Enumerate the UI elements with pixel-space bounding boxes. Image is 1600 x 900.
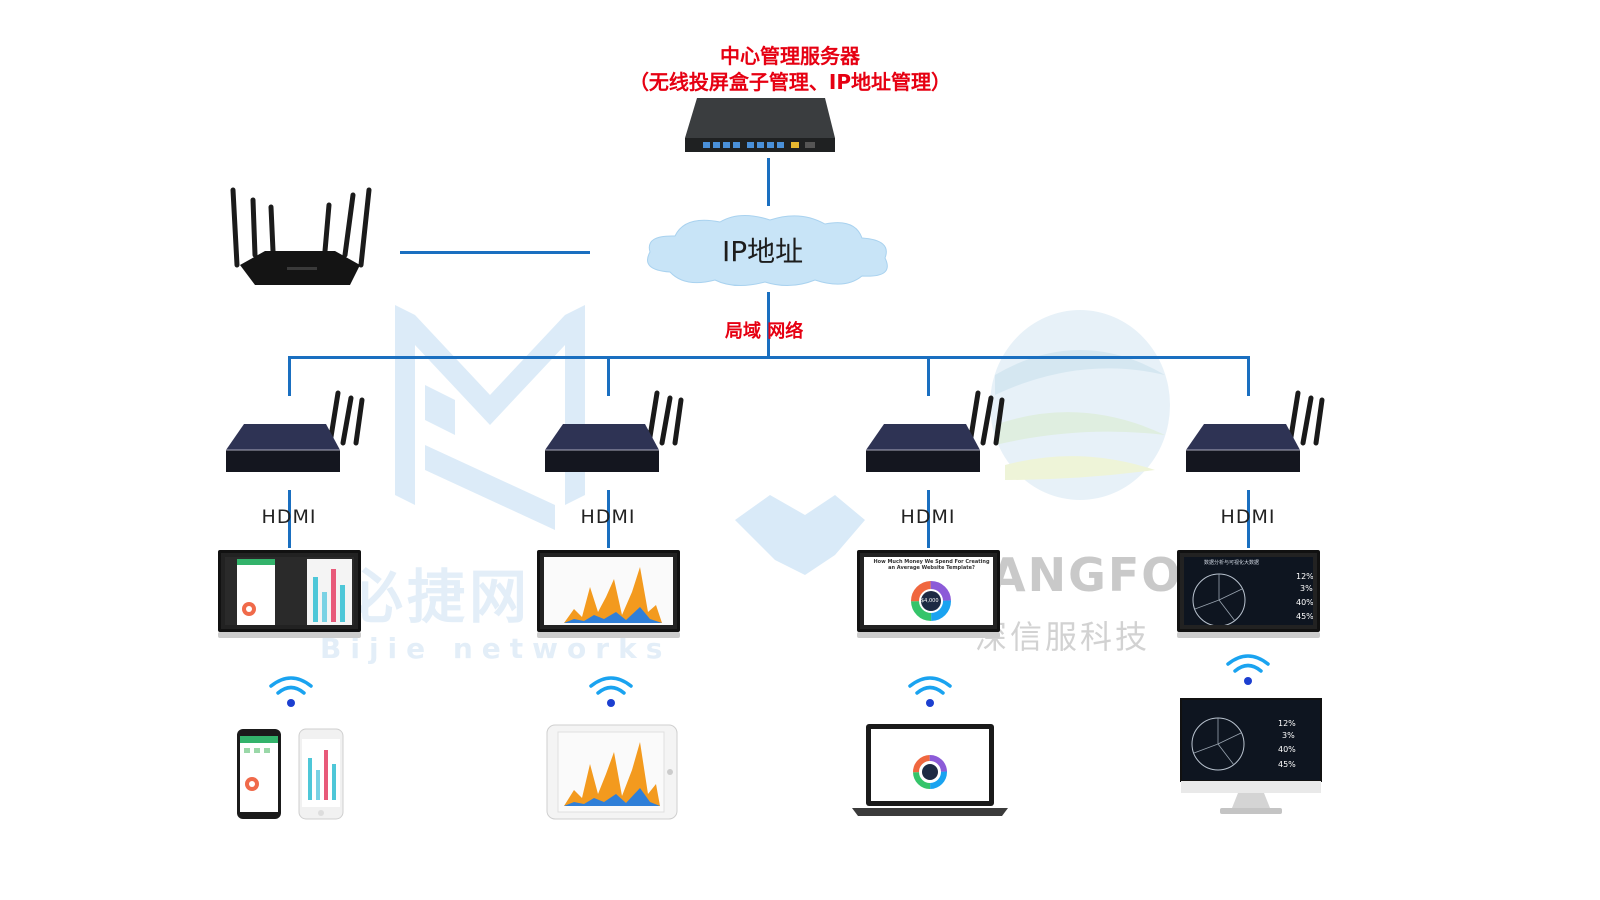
tv4-percent-2: 3% xyxy=(1300,584,1313,593)
tv4-heading: 数据分析与可视化大数据 xyxy=(1204,560,1260,566)
handshake-watermark-icon xyxy=(735,495,865,575)
tv4-percent-3: 40% xyxy=(1296,598,1313,607)
bijie-cn-watermark: 必捷网 xyxy=(345,563,532,631)
sangfor-cn-watermark: 深信服科技 xyxy=(975,618,1151,656)
server-title: 中心管理服务器 （无线投屏盒子管理、IP地址管理） xyxy=(510,43,1070,95)
server-title-line1: 中心管理服务器 xyxy=(720,44,860,68)
cloud-label: IP地址 xyxy=(722,235,804,268)
tv2-area-chart xyxy=(564,567,662,623)
smartphone-iphone-icon xyxy=(298,728,344,820)
server-to-cloud-line xyxy=(767,158,770,206)
wifi-icon-3 xyxy=(908,676,952,707)
tv-stand-3 xyxy=(857,632,1000,638)
sangfor-globe-watermark xyxy=(990,310,1170,500)
hdmi-label-1: HDMI xyxy=(261,506,317,528)
tv4-percent-1: 12% xyxy=(1296,572,1313,581)
box-to-tv-line-2 xyxy=(607,490,610,548)
box-to-tv-line-4 xyxy=(1247,490,1250,548)
tablet-icon xyxy=(546,724,678,820)
box-to-tv-line-3 xyxy=(927,490,930,548)
screen-cast-box-icon-1 xyxy=(226,390,365,472)
screen-cast-box-icon-4 xyxy=(1186,390,1325,472)
wifi-icon-1 xyxy=(269,676,313,707)
tv-stand-4 xyxy=(1177,632,1320,638)
tv3-donut xyxy=(911,581,951,621)
monitor-percent-2: 3% xyxy=(1282,731,1295,740)
smartphone-android-icon xyxy=(237,729,281,819)
tv-stand-1 xyxy=(218,632,361,638)
box-to-tv-line-1 xyxy=(288,490,291,548)
tv-stand-2 xyxy=(537,632,680,638)
network-server-icon xyxy=(685,98,835,152)
cloud-to-lan-line xyxy=(767,292,770,358)
cloud-icon xyxy=(647,215,888,286)
router-to-cloud-line xyxy=(400,251,590,254)
drop-line-1 xyxy=(288,356,291,396)
lan-label: 局域 网络 xyxy=(725,321,804,342)
monitor-percent-4: 45% xyxy=(1278,760,1296,769)
wifi-icon-2 xyxy=(589,676,633,707)
monitor-percent-3: 40% xyxy=(1278,745,1296,754)
tv-screen-3: How Much Money We Spend For Creating an … xyxy=(857,550,1000,632)
tv1-content xyxy=(237,559,352,625)
drop-line-2 xyxy=(607,356,610,396)
drop-line-3 xyxy=(927,356,930,396)
wifi-icon-4 xyxy=(1226,654,1270,685)
hdmi-label-2: HDMI xyxy=(580,506,636,528)
lan-bus-line xyxy=(288,356,1250,359)
monitor-percent-1: 12% xyxy=(1278,719,1296,728)
wifi-router-icon xyxy=(230,187,372,285)
tv3-center-value: $4,000 xyxy=(921,598,939,604)
tv3-heading: How Much Money We Spend For Creating an … xyxy=(873,559,990,571)
hdmi-label-3: HDMI xyxy=(900,506,956,528)
desktop-monitor-icon xyxy=(1180,698,1322,814)
tv-screen-4: 数据分析与可视化大数据 12% 3% 40% 45% xyxy=(1177,550,1320,632)
hdmi-label-4: HDMI xyxy=(1220,506,1276,528)
screen-cast-box-icon-3 xyxy=(866,390,1005,472)
tv4-percent-4: 45% xyxy=(1296,612,1313,621)
sangfor-en-watermark: ANGFO xyxy=(990,548,1183,602)
laptop-icon xyxy=(852,724,1008,816)
drop-line-4 xyxy=(1247,356,1250,396)
screen-cast-box-icon-2 xyxy=(545,390,684,472)
tv-screen-2 xyxy=(537,550,680,632)
server-title-line2: （无线投屏盒子管理、IP地址管理） xyxy=(628,70,952,94)
tv-screen-1 xyxy=(218,550,361,632)
tv4-pie xyxy=(1192,573,1246,625)
